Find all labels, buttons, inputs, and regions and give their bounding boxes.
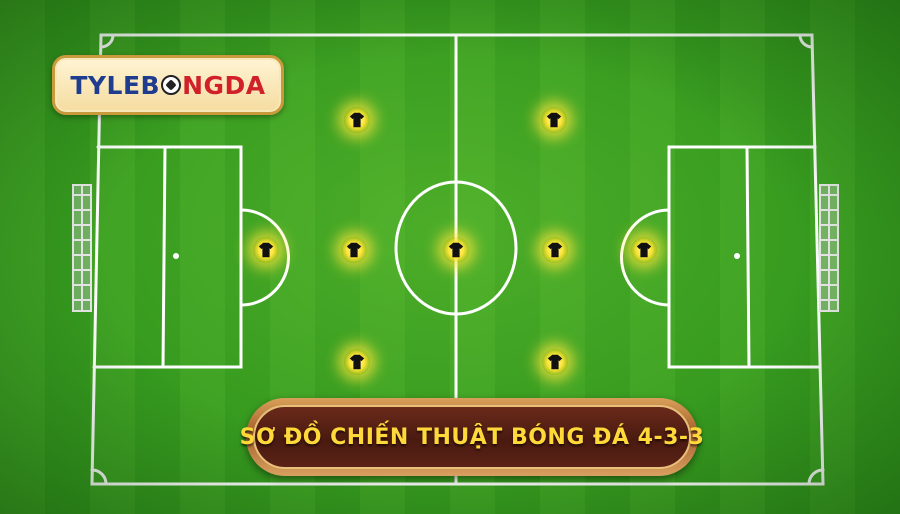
title-banner: SƠ ĐỒ CHIẾN THUẬT BÓNG ĐÁ 4-3-3 <box>240 398 704 476</box>
title-banner-inner: SƠ ĐỒ CHIẾN THUẬT BÓNG ĐÁ 4-3-3 <box>240 405 704 469</box>
left-penalty-spot <box>173 253 179 259</box>
left-penalty-arc <box>239 208 290 307</box>
player-shirt-icon <box>631 237 657 263</box>
right-penalty-spot <box>734 253 740 259</box>
left-penalty-box <box>92 145 243 369</box>
left-goal <box>72 184 92 312</box>
right-goal <box>819 184 839 312</box>
right-penalty-arc <box>620 208 671 307</box>
player-shirt-icon <box>344 107 370 133</box>
right-penalty-box <box>667 145 820 369</box>
player-shirt-icon <box>443 237 469 263</box>
player-shirt-icon <box>542 237 568 263</box>
player-shirt-icon <box>542 349 568 375</box>
soccer-ball-icon <box>161 75 182 95</box>
left-goal-box <box>161 145 167 369</box>
player-shirt-icon <box>253 237 279 263</box>
tylebongda-logo: TYLEB NGDA <box>52 55 284 115</box>
player-shirt-icon <box>344 349 370 375</box>
player-shirt-icon <box>541 107 567 133</box>
logo-text-part2: NGDA <box>182 70 266 100</box>
banner-title: SƠ ĐỒ CHIẾN THUẬT BÓNG ĐÁ 4-3-3 <box>239 424 705 450</box>
player-shirt-icon <box>341 237 367 263</box>
corner-arc-br <box>807 468 825 486</box>
corner-arc-tl <box>99 33 115 49</box>
logo-text-part1: TYLEB <box>70 70 161 100</box>
center-circle <box>394 180 518 316</box>
right-goal-box <box>745 145 751 369</box>
corner-arc-bl <box>90 468 108 486</box>
pitch-boundary <box>90 33 825 486</box>
corner-arc-tr <box>798 33 814 49</box>
